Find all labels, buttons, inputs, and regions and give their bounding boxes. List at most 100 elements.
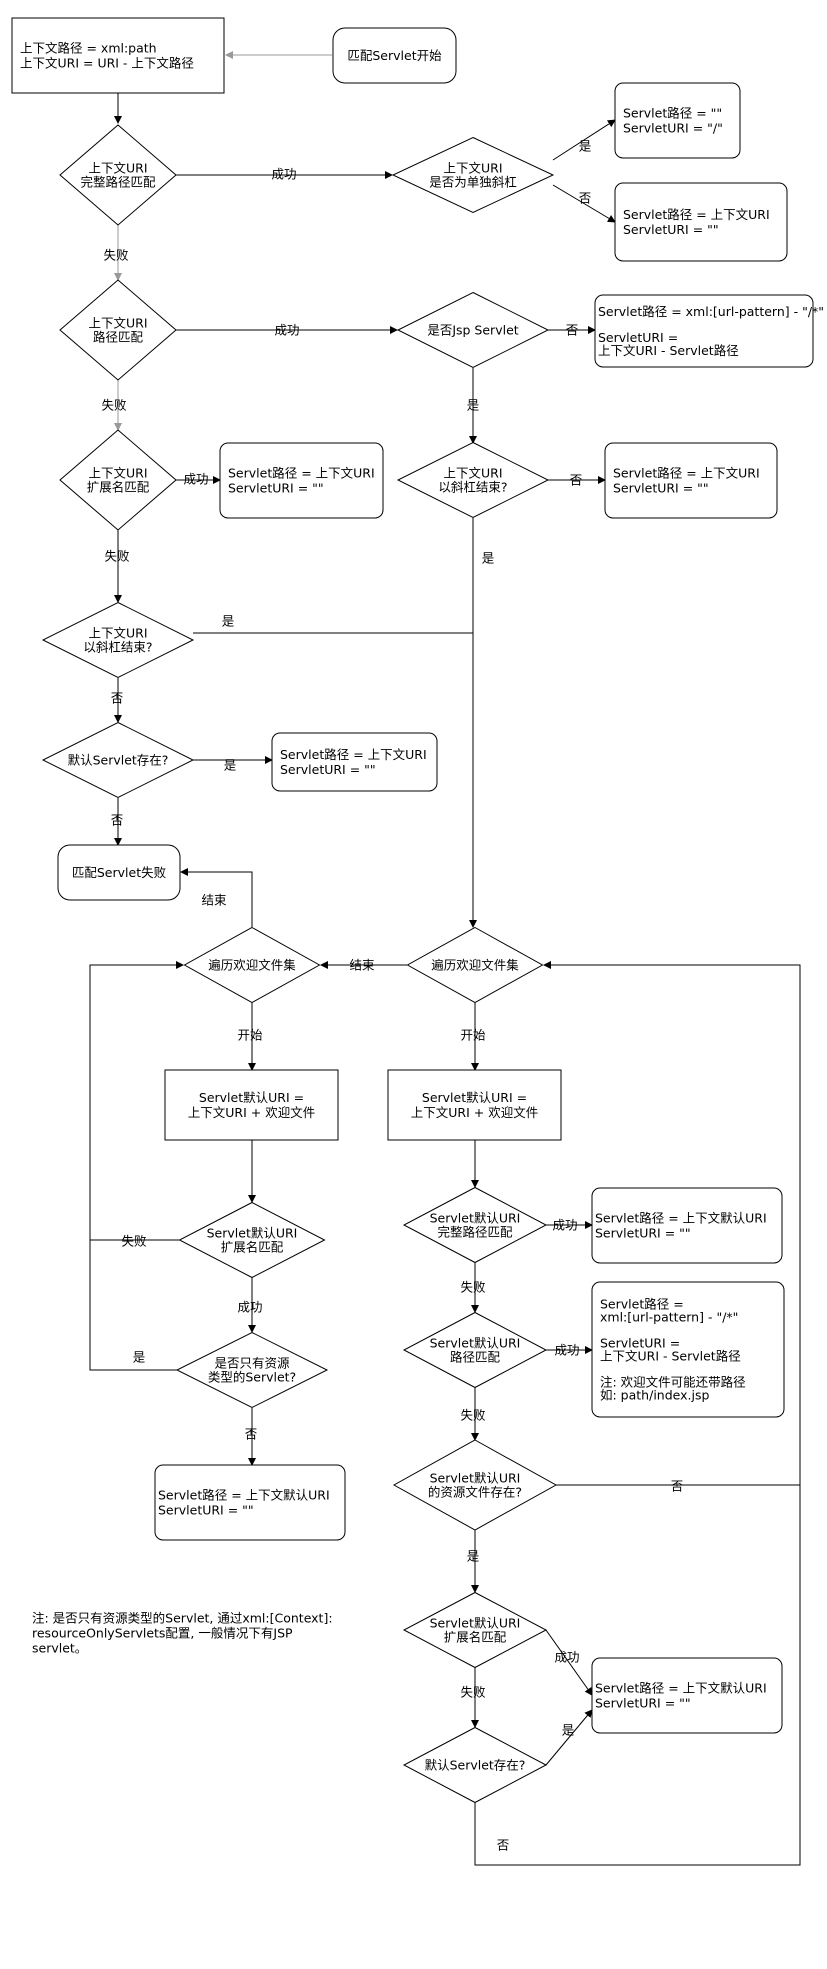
node-text: 上下文URI: [88, 466, 147, 481]
l_box-box: Servlet默认URI =上下文URI + 欢迎文件: [164, 1069, 339, 1141]
node-text: 遍历欢迎文件集: [208, 958, 296, 973]
node-text: 是否只有资源: [214, 1356, 290, 1371]
node-text: Servlet路径 =: [600, 1297, 684, 1312]
node-text: 以斜杠结束?: [83, 640, 152, 655]
node-text: Servlet路径 = 上下文默认URI: [595, 1211, 767, 1226]
connector-arrow: [474, 1485, 801, 1866]
connector-arrow: [552, 184, 616, 223]
edge-label: 结束: [349, 958, 375, 973]
node-text: 注: 欢迎文件可能还带路径: [600, 1375, 746, 1390]
node-text: ServletURI = "/": [623, 121, 723, 136]
node-text: Servlet路径 = 上下文默认URI: [158, 1488, 330, 1503]
decision-shape: [59, 124, 177, 226]
node-text: 扩展名匹配: [87, 480, 150, 495]
connector-arrow: [545, 1629, 593, 1696]
box-shape: [591, 1281, 785, 1418]
node-text: Servlet默认URI: [430, 1336, 521, 1351]
edge-label: 成功: [271, 167, 296, 182]
edge-label: 否: [111, 813, 124, 828]
node-text: Servlet默认URI: [430, 1471, 521, 1486]
node-text: 上下文URI: [443, 466, 502, 481]
node-text: 以斜杠结束?: [438, 480, 507, 495]
box-shape: [604, 442, 778, 519]
node-text: ServletURI =: [598, 330, 678, 345]
edge-label: 是: [224, 758, 237, 773]
node-text: Servlet路径 = 上下文URI: [613, 466, 760, 481]
decision-shape: [402, 1591, 548, 1669]
node-text: 上下文URI: [443, 161, 502, 176]
fail-box: 匹配Servlet失败: [57, 844, 181, 901]
box-shape: [154, 1464, 346, 1541]
node-text: ServletURI = "": [613, 481, 709, 496]
edge-label: 失败: [460, 1408, 486, 1423]
box-shape: [387, 1069, 562, 1141]
node-text: Servlet路径 = 上下文URI: [280, 747, 427, 762]
decision-shape: [41, 721, 195, 799]
r_path-box: Servlet路径 = xml:[url-pattern] - "/*"Serv…: [594, 294, 824, 368]
node-text: xml:[url-pattern] - "/*": [600, 1310, 738, 1325]
node-text: Servlet默认URI =: [422, 1090, 527, 1105]
node-text: 上下文URI = URI - 上下文路径: [20, 56, 194, 71]
edge-label: 成功: [552, 1218, 577, 1233]
edge-label: 成功: [554, 1650, 579, 1665]
edge-label: 开始: [237, 1028, 263, 1043]
node-text: 上下文URI: [88, 626, 147, 641]
decision-shape: [175, 1331, 329, 1409]
edge-label: 是: [222, 614, 235, 629]
edge-label: 是: [562, 1723, 575, 1738]
r_box-box: Servlet默认URI =上下文URI + 欢迎文件: [387, 1069, 562, 1141]
node-text: Servlet默认URI =: [199, 1090, 304, 1105]
node-text: 默认Servlet存在?: [425, 1758, 526, 1773]
l_loop-decision: 遍历欢迎文件集: [183, 926, 321, 1004]
decision-shape: [391, 136, 555, 214]
node-text: Servlet路径 = 上下文URI: [228, 466, 375, 481]
edge-label: 否: [111, 691, 124, 706]
node-text: ServletURI =: [600, 1336, 680, 1351]
node-text: 匹配Servlet失败: [72, 865, 167, 880]
box-shape: [164, 1069, 339, 1141]
decision-shape: [406, 926, 544, 1004]
edge-label: 成功: [554, 1343, 579, 1358]
node-text: Servlet默认URI: [430, 1616, 521, 1631]
edge-label: 失败: [104, 549, 130, 564]
node-text: 扩展名匹配: [444, 1630, 507, 1645]
node-text: Servlet路径 = 上下文默认URI: [595, 1681, 767, 1696]
edge-label: 成功: [274, 323, 299, 338]
box-shape: [591, 1187, 783, 1264]
node-text: 遍历欢迎文件集: [431, 958, 519, 973]
decision-shape: [402, 1726, 548, 1804]
node-text: 路径匹配: [450, 1350, 501, 1365]
l_res-decision: 是否只有资源类型的Servlet?: [175, 1331, 329, 1409]
edge-label: 成功: [183, 472, 208, 487]
edge-label: 失败: [121, 1234, 147, 1249]
node-text: 路径匹配: [93, 330, 144, 345]
node-text: ServletURI = "": [623, 222, 719, 237]
edge-label: 否: [579, 191, 592, 206]
connector-arrow: [89, 961, 184, 1241]
node-text: Servlet路径 = "": [623, 106, 722, 121]
node-text: ServletURI = "": [158, 1503, 254, 1518]
decision-shape: [396, 441, 550, 519]
edge-label: 失败: [460, 1280, 486, 1295]
node-text: 完整路径匹配: [80, 175, 156, 190]
node-text: 默认Servlet存在?: [68, 753, 169, 768]
node-text: 扩展名匹配: [221, 1240, 284, 1255]
box-shape: [591, 1657, 783, 1734]
decision-shape: [396, 291, 550, 369]
decision-shape: [402, 1311, 548, 1389]
edge-label: 否: [497, 1838, 510, 1853]
box-shape: [11, 17, 225, 94]
